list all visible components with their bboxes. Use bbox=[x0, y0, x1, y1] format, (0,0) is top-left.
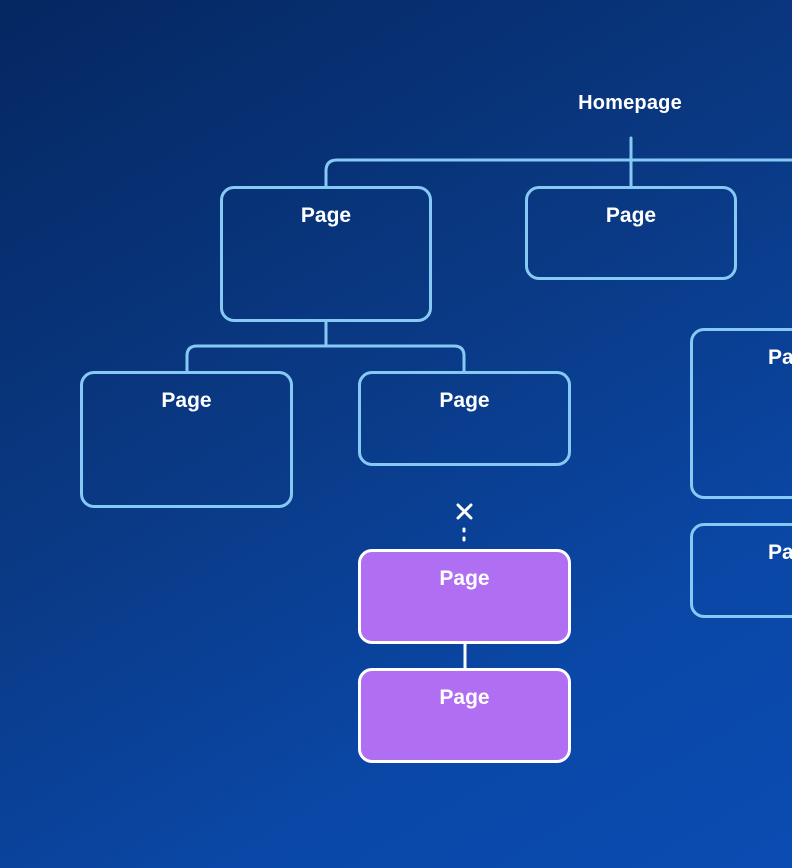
page-node-right-tall[interactable]: Page bbox=[690, 328, 792, 499]
page-node-right-short[interactable]: Page bbox=[690, 523, 792, 618]
page-node-label: Page bbox=[439, 567, 490, 590]
highlighted-page-node-top[interactable]: Page bbox=[358, 549, 571, 644]
highlighted-page-node-bottom[interactable]: Page bbox=[358, 668, 571, 763]
homepage-label: Homepage bbox=[578, 92, 682, 114]
page-node-label: Page bbox=[161, 389, 212, 412]
page-node-level2-left[interactable]: Page bbox=[80, 371, 293, 508]
page-node-label: Page bbox=[768, 541, 792, 564]
page-node-level1-left[interactable]: Page bbox=[220, 186, 432, 322]
page-node-label: Page bbox=[768, 346, 792, 369]
page-node-label: Page bbox=[439, 389, 490, 412]
root-bar-line bbox=[324, 158, 792, 189]
page-node-label: Page bbox=[439, 686, 490, 709]
page-node-label: Page bbox=[300, 204, 352, 227]
page-node-level1-middle[interactable]: Page bbox=[525, 186, 737, 280]
page-node-level2-right[interactable]: Page bbox=[358, 371, 571, 466]
page-1-children-bar bbox=[185, 344, 466, 374]
page-node-label: Page bbox=[605, 204, 657, 227]
removed-link-cross-icon bbox=[456, 503, 473, 520]
